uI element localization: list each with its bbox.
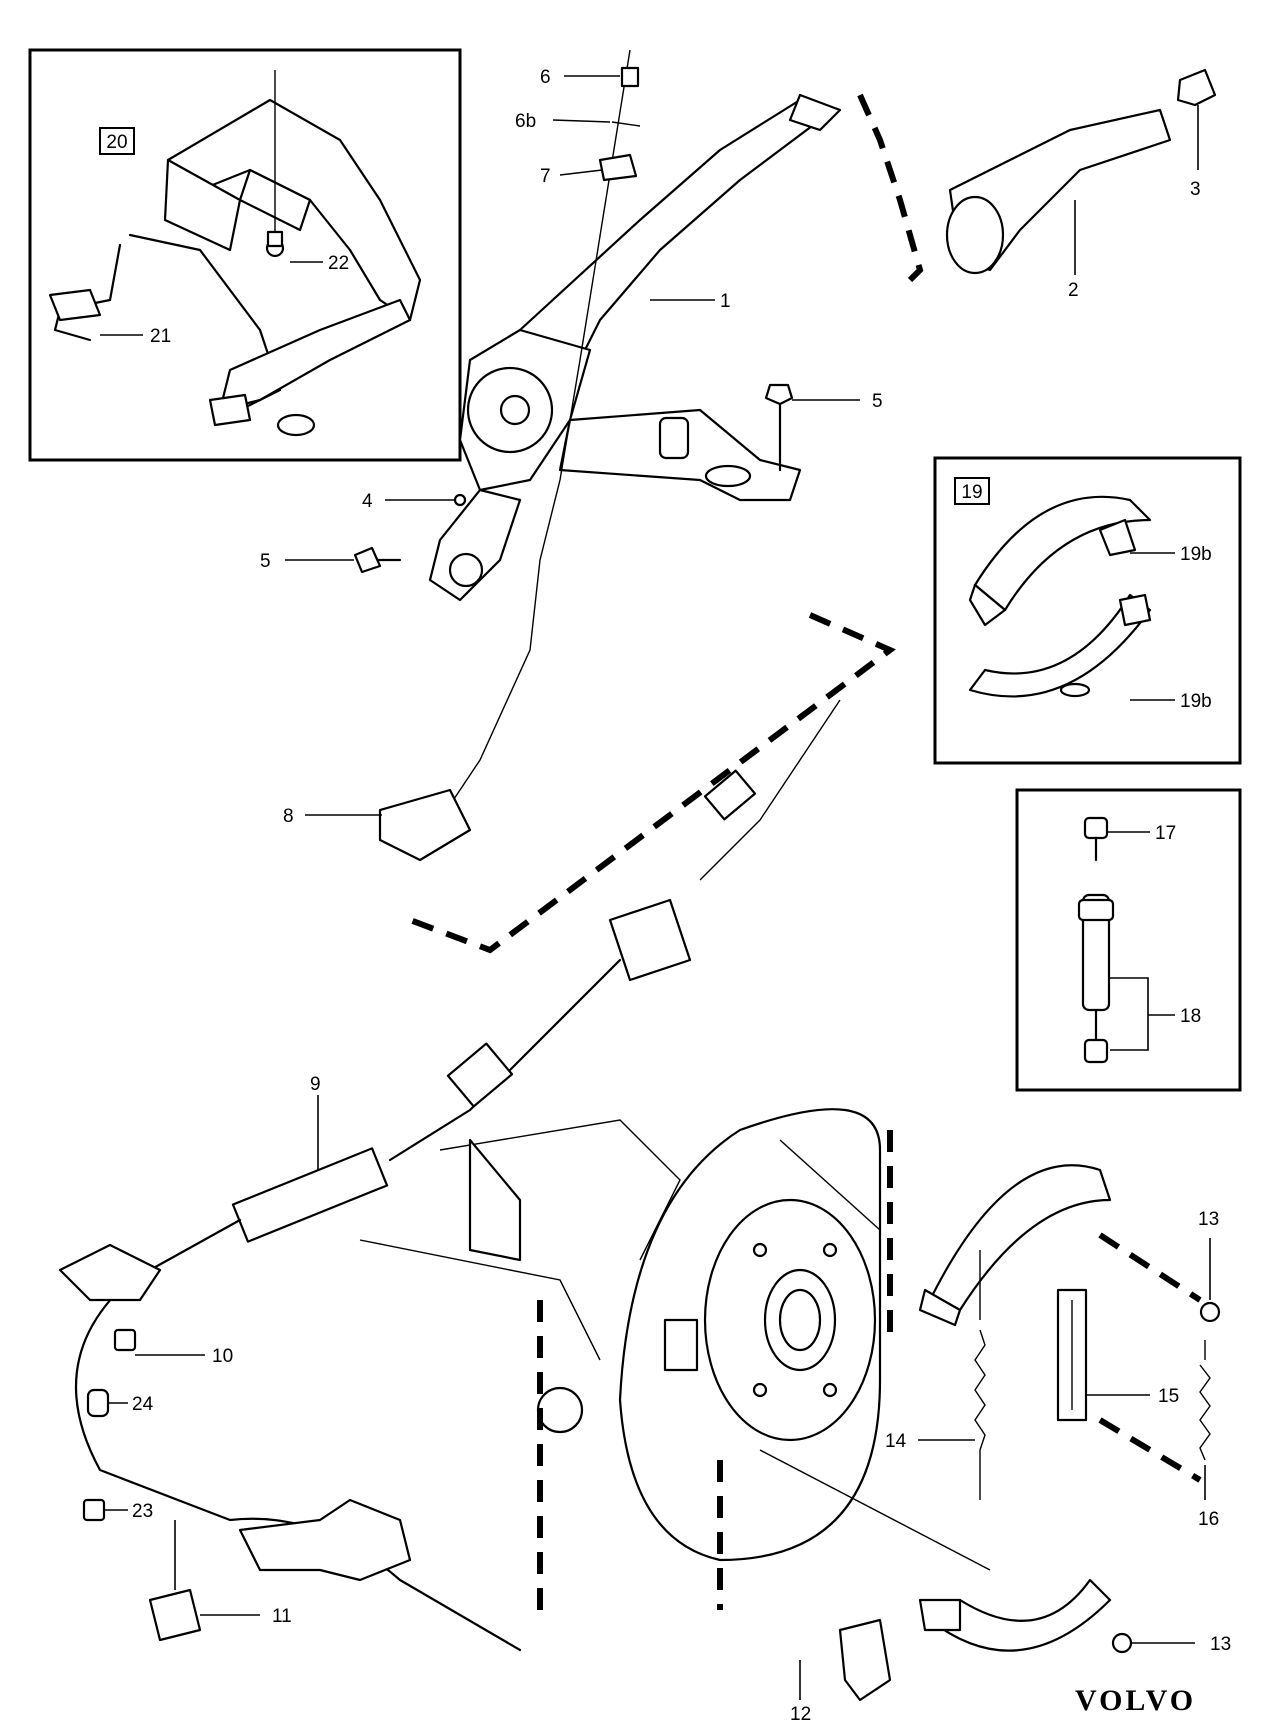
callout-5a: 5 — [872, 391, 883, 412]
volvo-logo: VOLVO — [1075, 1684, 1196, 1717]
callout-20: 20 — [106, 132, 127, 153]
callout-23: 23 — [132, 1501, 153, 1522]
callout-16: 16 — [1198, 1509, 1219, 1530]
callouts: 6 6b 7 1 2 3 5 4 5 8 9 10 24 23 11 12 — [104, 67, 1231, 1724]
handbrake-lever-assembly — [353, 49, 924, 602]
callout-18: 18 — [1180, 1006, 1201, 1027]
inset-box-19: 19 19b 19b — [933, 456, 1242, 765]
callout-13b: 13 — [1210, 1634, 1231, 1655]
brake-disc-and-hub — [359, 1108, 991, 1610]
callout-14: 14 — [885, 1431, 907, 1452]
callout-6b: 6b — [515, 111, 536, 132]
callout-6: 6 — [540, 67, 551, 88]
callout-22: 22 — [328, 253, 349, 274]
callout-11: 11 — [272, 1606, 292, 1627]
inset-box-adjuster: 17 18 — [1015, 788, 1242, 1092]
callout-3: 3 — [1190, 179, 1201, 200]
callout-2: 2 — [1068, 280, 1079, 301]
callout-19b-bottom: 19b — [1180, 691, 1212, 712]
callout-12: 12 — [790, 1704, 811, 1724]
callout-13a: 13 — [1198, 1209, 1219, 1230]
callout-17: 17 — [1155, 823, 1176, 844]
callout-19b-top: 19b — [1180, 544, 1212, 565]
callout-4: 4 — [362, 491, 373, 512]
callout-8: 8 — [283, 806, 294, 827]
brake-cables — [58, 559, 896, 1652]
callout-24: 24 — [132, 1394, 154, 1415]
inset-box-20: 20 22 21 — [28, 48, 462, 462]
callout-15: 15 — [1158, 1386, 1179, 1407]
callout-5b: 5 — [260, 551, 271, 572]
callout-7: 7 — [540, 166, 551, 187]
callout-9: 9 — [310, 1074, 321, 1095]
rear-brake-shoes — [838, 1164, 1221, 1702]
callout-1: 1 — [720, 291, 731, 312]
callout-21: 21 — [150, 326, 171, 347]
lever-grip-and-knob — [945, 68, 1217, 275]
callout-10: 10 — [212, 1346, 233, 1367]
callout-19: 19 — [961, 482, 982, 503]
